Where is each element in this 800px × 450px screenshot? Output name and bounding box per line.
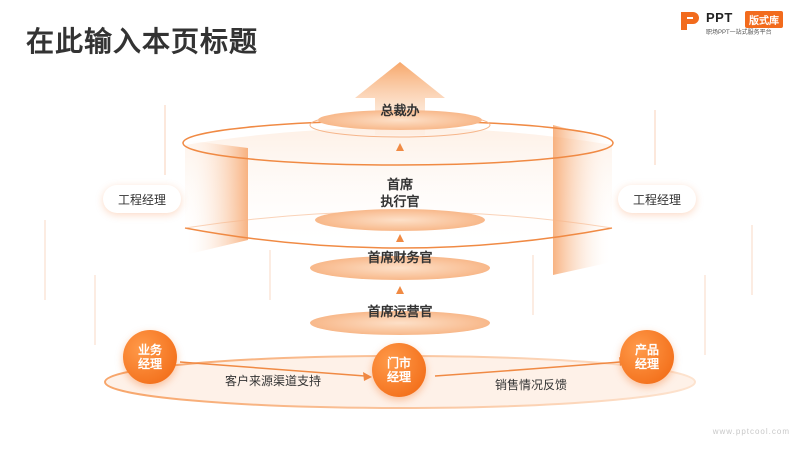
role-circle-store: 门市 经理 [372,343,426,397]
small-up-arrow-icon [396,286,404,294]
stage-label-cfo: 首席财务官 [367,250,433,265]
flow-label-right: 销售情况反馈 [495,378,568,392]
flow-line-left [179,361,366,377]
stage-disc-coo [310,311,490,335]
flow-line-right [434,361,621,377]
role-circle-business: 业务 经理 [123,330,177,384]
stage-disc-cfo [310,256,490,280]
watermark: www.pptcool.com [712,427,790,436]
stage-disc-ceo [315,209,485,231]
stage-label-coo: 首席运营官 [367,304,433,319]
brand-logo: PPT 版式库 职场PPT一站式服务平台 [679,8,794,36]
role-circle-product: 产品 经理 [620,330,674,384]
flow-label-left: 客户来源渠道支持 [225,374,322,388]
logo-ppt-text: PPT [706,10,733,25]
side-label-right: 工程经理 [618,185,696,213]
logo-icon [681,12,699,30]
cylinder-band [185,127,612,243]
stage-label-top: 总裁办 [380,103,420,118]
logo-subtitle: 职场PPT一站式服务平台 [706,30,772,36]
cylinder-side-left [185,140,248,255]
cylinder-bottom-ring [184,227,613,249]
flow-arrowhead-icon [363,372,372,381]
stage-label-ceo: 首席 执行官 [380,177,420,209]
logo-badge: 版式库 [745,11,783,28]
stage-disc-top [318,110,482,130]
small-up-arrow-icon [396,234,404,242]
side-label-left: 工程经理 [103,185,181,213]
small-up-arrow-icon [396,143,404,151]
cylinder-side-right [553,125,612,275]
page-title: 在此输入本页标题 [26,26,259,57]
